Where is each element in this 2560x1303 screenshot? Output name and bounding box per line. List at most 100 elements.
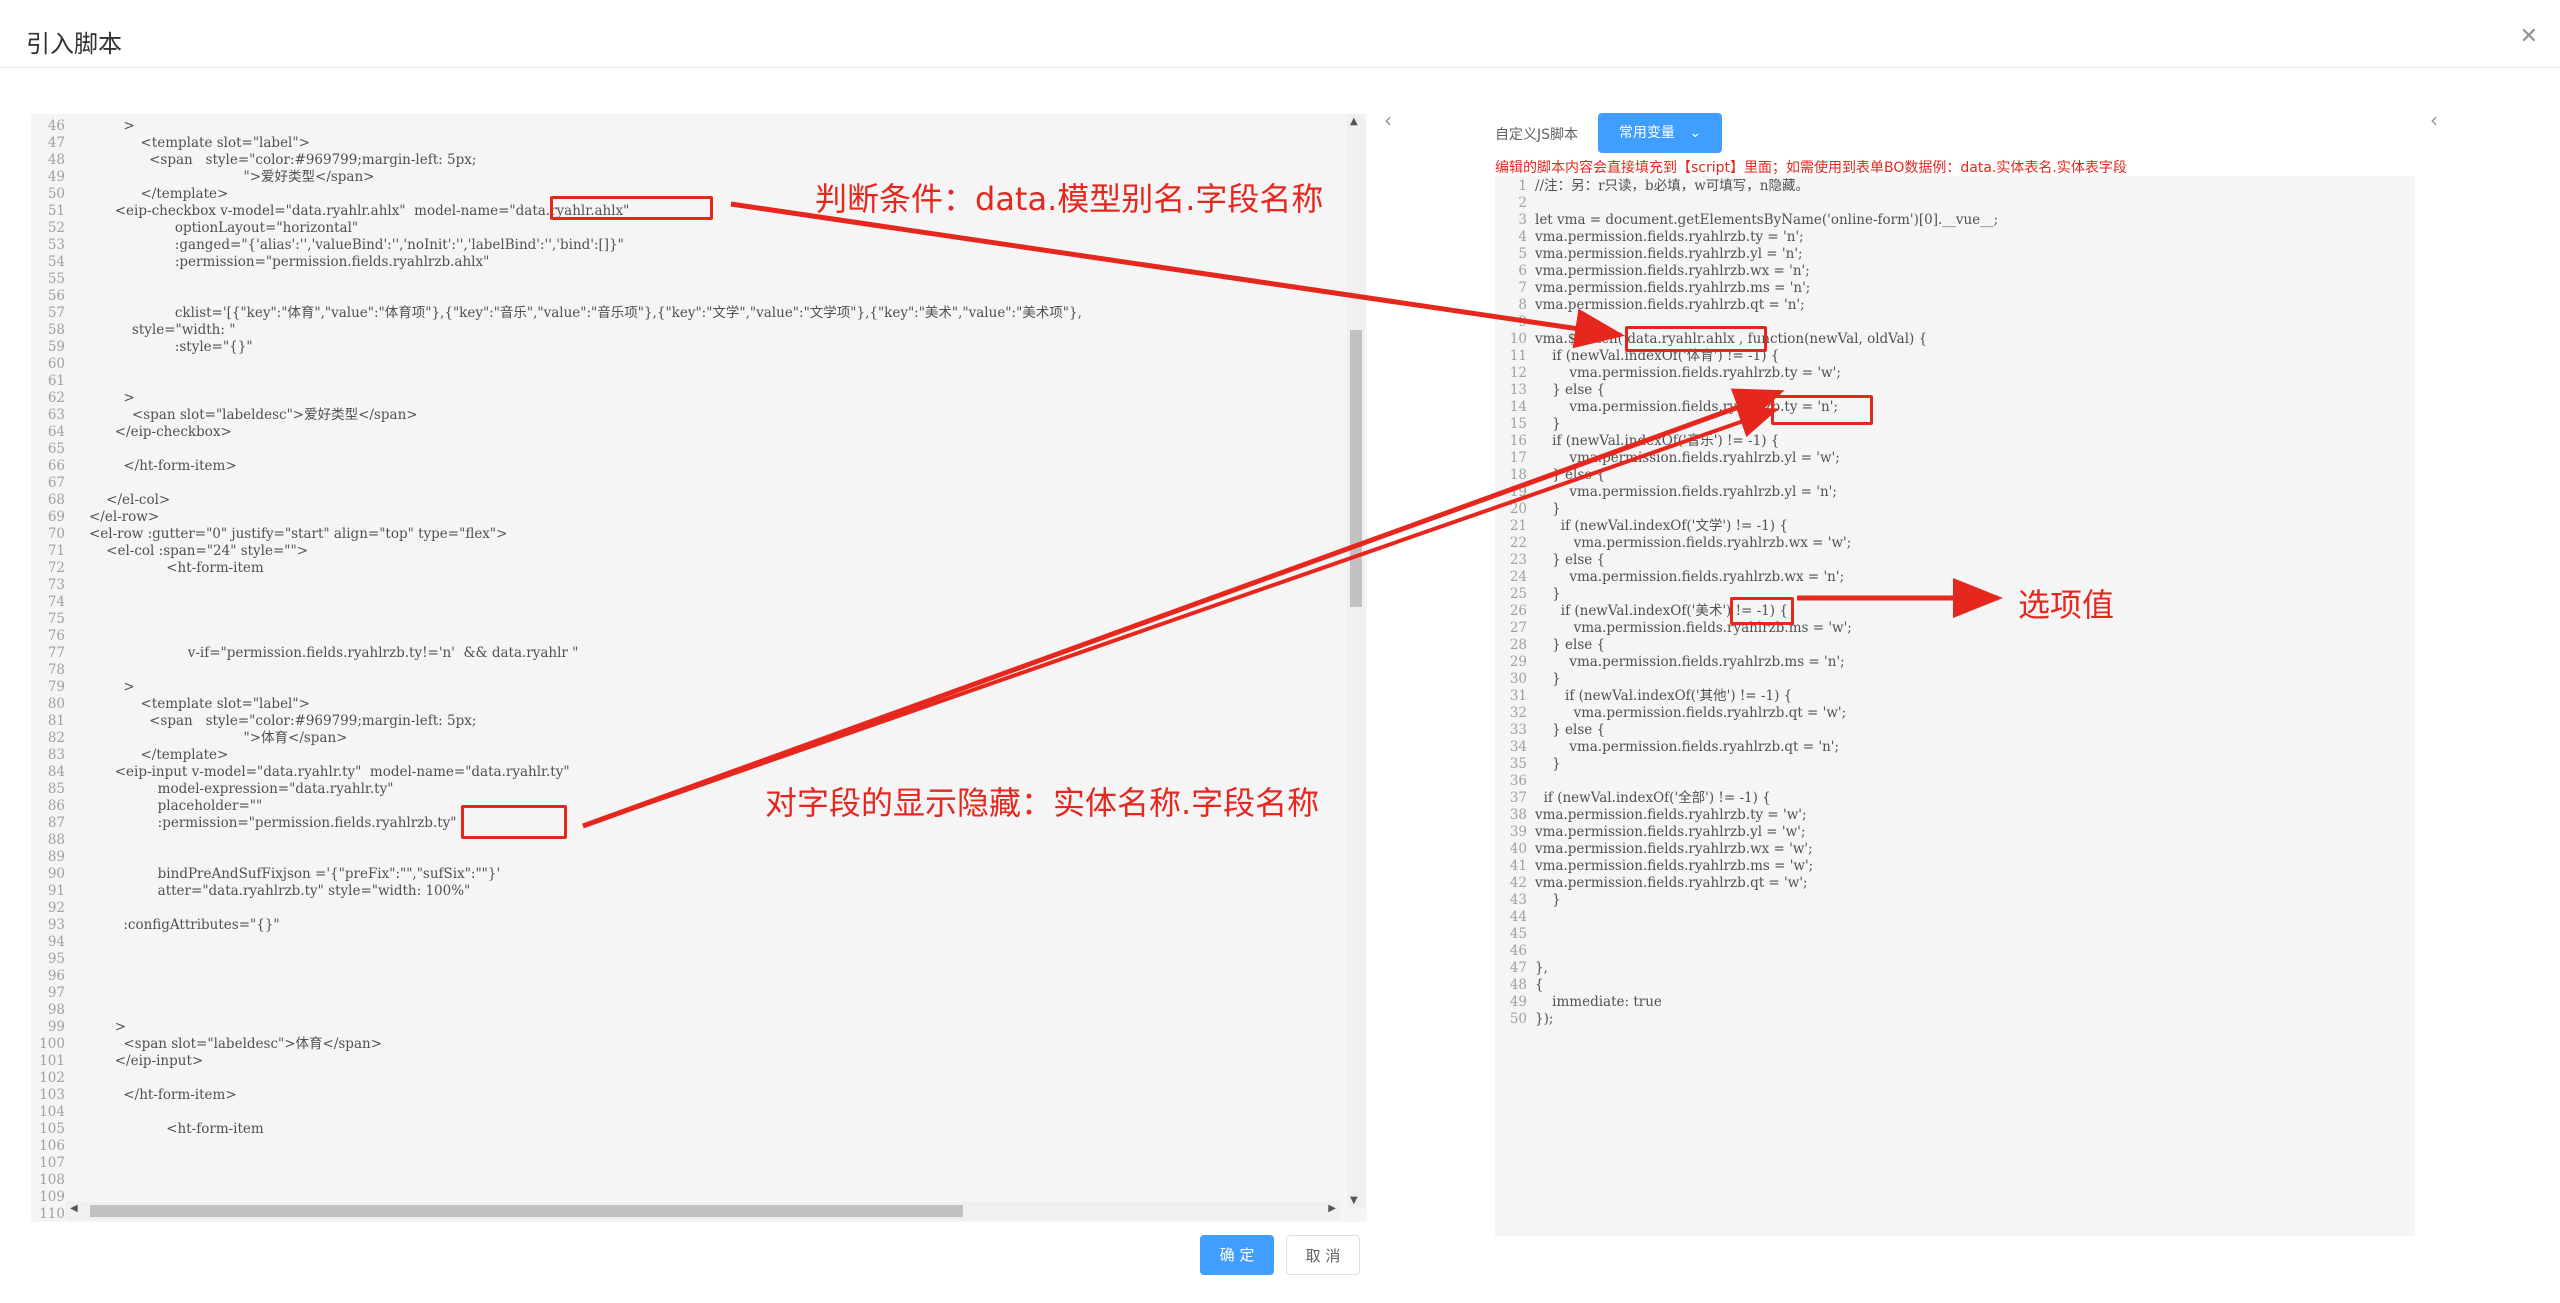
- line-text: :permission="permission.fields.ryahlrzb.…: [89, 815, 457, 831]
- line-text: :configAttributes="{}": [89, 917, 280, 933]
- line-text: } else {: [1535, 722, 1606, 738]
- line-number: 2: [1518, 195, 1527, 211]
- line-number: 105: [39, 1121, 65, 1137]
- common-variables-label: 常用变量: [1618, 125, 1675, 141]
- line-number: 10: [1509, 331, 1527, 347]
- line-number: 47: [47, 135, 65, 151]
- line-text: {: [1535, 977, 1544, 993]
- line-text: </el-row>: [89, 509, 160, 525]
- line-number: 52: [47, 220, 65, 236]
- line-number: 81: [47, 713, 65, 729]
- line-number: 48: [1509, 977, 1527, 993]
- horizontal-scrollbar[interactable]: ◀ ▶: [66, 1202, 1340, 1220]
- line-number: 71: [47, 543, 65, 559]
- line-number: 107: [39, 1155, 65, 1171]
- confirm-button[interactable]: 确 定: [1200, 1235, 1274, 1275]
- line-number: 30: [1509, 671, 1527, 687]
- line-number: 37: [1509, 790, 1527, 806]
- line-text: vma.permission.fields.ryahlrzb.ms = 'w';: [1535, 858, 1814, 874]
- chevron-left-icon[interactable]: ‹: [2430, 108, 2438, 132]
- arrow-visibility-2: [582, 406, 1779, 828]
- line-number: 74: [47, 594, 65, 610]
- line-number: 75: [47, 611, 65, 627]
- scroll-down-icon[interactable]: ▼: [1350, 1195, 1358, 1206]
- line-number: 43: [1509, 892, 1527, 908]
- line-number: 92: [47, 900, 65, 916]
- vertical-scrollbar[interactable]: ▲ ▼: [1347, 114, 1365, 1208]
- line-text: }: [1535, 416, 1561, 432]
- line-number: 41: [1509, 858, 1527, 874]
- line-number: 110: [39, 1206, 65, 1222]
- line-number: 7: [1518, 280, 1527, 296]
- line-text: placeholder="": [89, 798, 263, 814]
- line-number: 39: [1509, 824, 1527, 840]
- line-text: //注：另：r只读，b必填，w可填写，n隐藏。: [1535, 178, 1809, 194]
- line-number: 65: [47, 441, 65, 457]
- hscroll-thumb[interactable]: [90, 1205, 963, 1217]
- template-code-editor[interactable]: 46 >47 <template slot="label">48 <span s…: [31, 114, 1367, 1222]
- line-text: style="width: ": [89, 322, 236, 338]
- line-text: model-expression="data.ryahlr.ty": [89, 781, 394, 797]
- line-number: 57: [47, 305, 65, 321]
- line-text: :style="{}": [89, 339, 253, 355]
- line-text: :ganged="{'alias':'','valueBind':'','noI…: [89, 237, 624, 253]
- line-number: 90: [47, 866, 65, 882]
- line-text: </eip-checkbox>: [89, 424, 232, 440]
- line-number: 93: [47, 917, 65, 933]
- line-text: if (newVal.indexOf('美术') != -1) {: [1535, 603, 1788, 619]
- line-text: <eip-input v-model="data.ryahlr.ty" mode…: [89, 764, 570, 780]
- line-number: 66: [47, 458, 65, 474]
- line-text: ">体育</span>: [89, 730, 348, 746]
- line-number: 77: [47, 645, 65, 661]
- scroll-up-icon[interactable]: ▲: [1350, 116, 1358, 127]
- line-text: </ht-form-item>: [89, 1087, 237, 1103]
- line-number: 76: [47, 628, 65, 644]
- line-number: 46: [1509, 943, 1527, 959]
- line-text: vma.permission.fields.ryahlrzb.wx = 'w';: [1535, 535, 1852, 551]
- scroll-thumb[interactable]: [1350, 330, 1362, 607]
- line-text: } else {: [1535, 552, 1606, 568]
- js-script-label: 自定义JS脚本: [1495, 127, 1579, 143]
- line-number: 17: [1509, 450, 1527, 466]
- line-text: }: [1535, 671, 1561, 687]
- line-text: optionLayout="horizontal": [89, 220, 359, 236]
- scroll-left-icon[interactable]: ◀: [70, 1203, 78, 1214]
- line-number: 21: [1509, 518, 1527, 534]
- line-number: 61: [47, 373, 65, 389]
- line-text: </template>: [89, 186, 229, 202]
- line-number: 42: [1509, 875, 1527, 891]
- line-number: 18: [1509, 467, 1527, 483]
- line-number: 32: [1509, 705, 1527, 721]
- line-number: 50: [47, 186, 65, 202]
- line-number: 83: [47, 747, 65, 763]
- line-number: 84: [47, 764, 65, 780]
- line-number: 48: [47, 152, 65, 168]
- line-number: 96: [47, 968, 65, 984]
- line-number: 63: [47, 407, 65, 423]
- line-text: atter="data.ryahlrzb.ty" style="width: 1…: [89, 883, 471, 899]
- line-number: 68: [47, 492, 65, 508]
- line-text: vma.permission.fields.ryahlrzb.wx = 'n';: [1535, 263, 1810, 279]
- line-number: 44: [1509, 909, 1527, 925]
- cancel-button[interactable]: 取 消: [1286, 1235, 1360, 1275]
- line-text: ">爱好类型</span>: [89, 169, 375, 185]
- annotation-visibility: 对字段的显示隐藏：实体名称.字段名称: [765, 784, 1320, 822]
- chevron-left-icon[interactable]: ‹: [1384, 108, 1392, 132]
- line-number: 108: [39, 1172, 65, 1188]
- arrow-visibility-1: [582, 388, 1785, 829]
- line-text: vma.permission.fields.ryahlrzb.ms = 'n';: [1535, 654, 1845, 670]
- line-number: 54: [47, 254, 65, 270]
- close-icon[interactable]: ✕: [2519, 24, 2538, 49]
- dialog-header: 引入脚本 ✕: [0, 0, 2560, 68]
- line-text: <span style="color:#969799;margin-left: …: [89, 152, 477, 168]
- line-number: 53: [47, 237, 65, 253]
- line-number: 79: [47, 679, 65, 695]
- line-text: </eip-input>: [89, 1053, 204, 1069]
- line-number: 94: [47, 934, 65, 950]
- line-number: 29: [1509, 654, 1527, 670]
- scroll-right-icon[interactable]: ▶: [1328, 1203, 1336, 1214]
- common-variables-button[interactable]: 常用变量 ⌄: [1598, 113, 1722, 153]
- line-text: <span style="color:#969799;margin-left: …: [89, 713, 477, 729]
